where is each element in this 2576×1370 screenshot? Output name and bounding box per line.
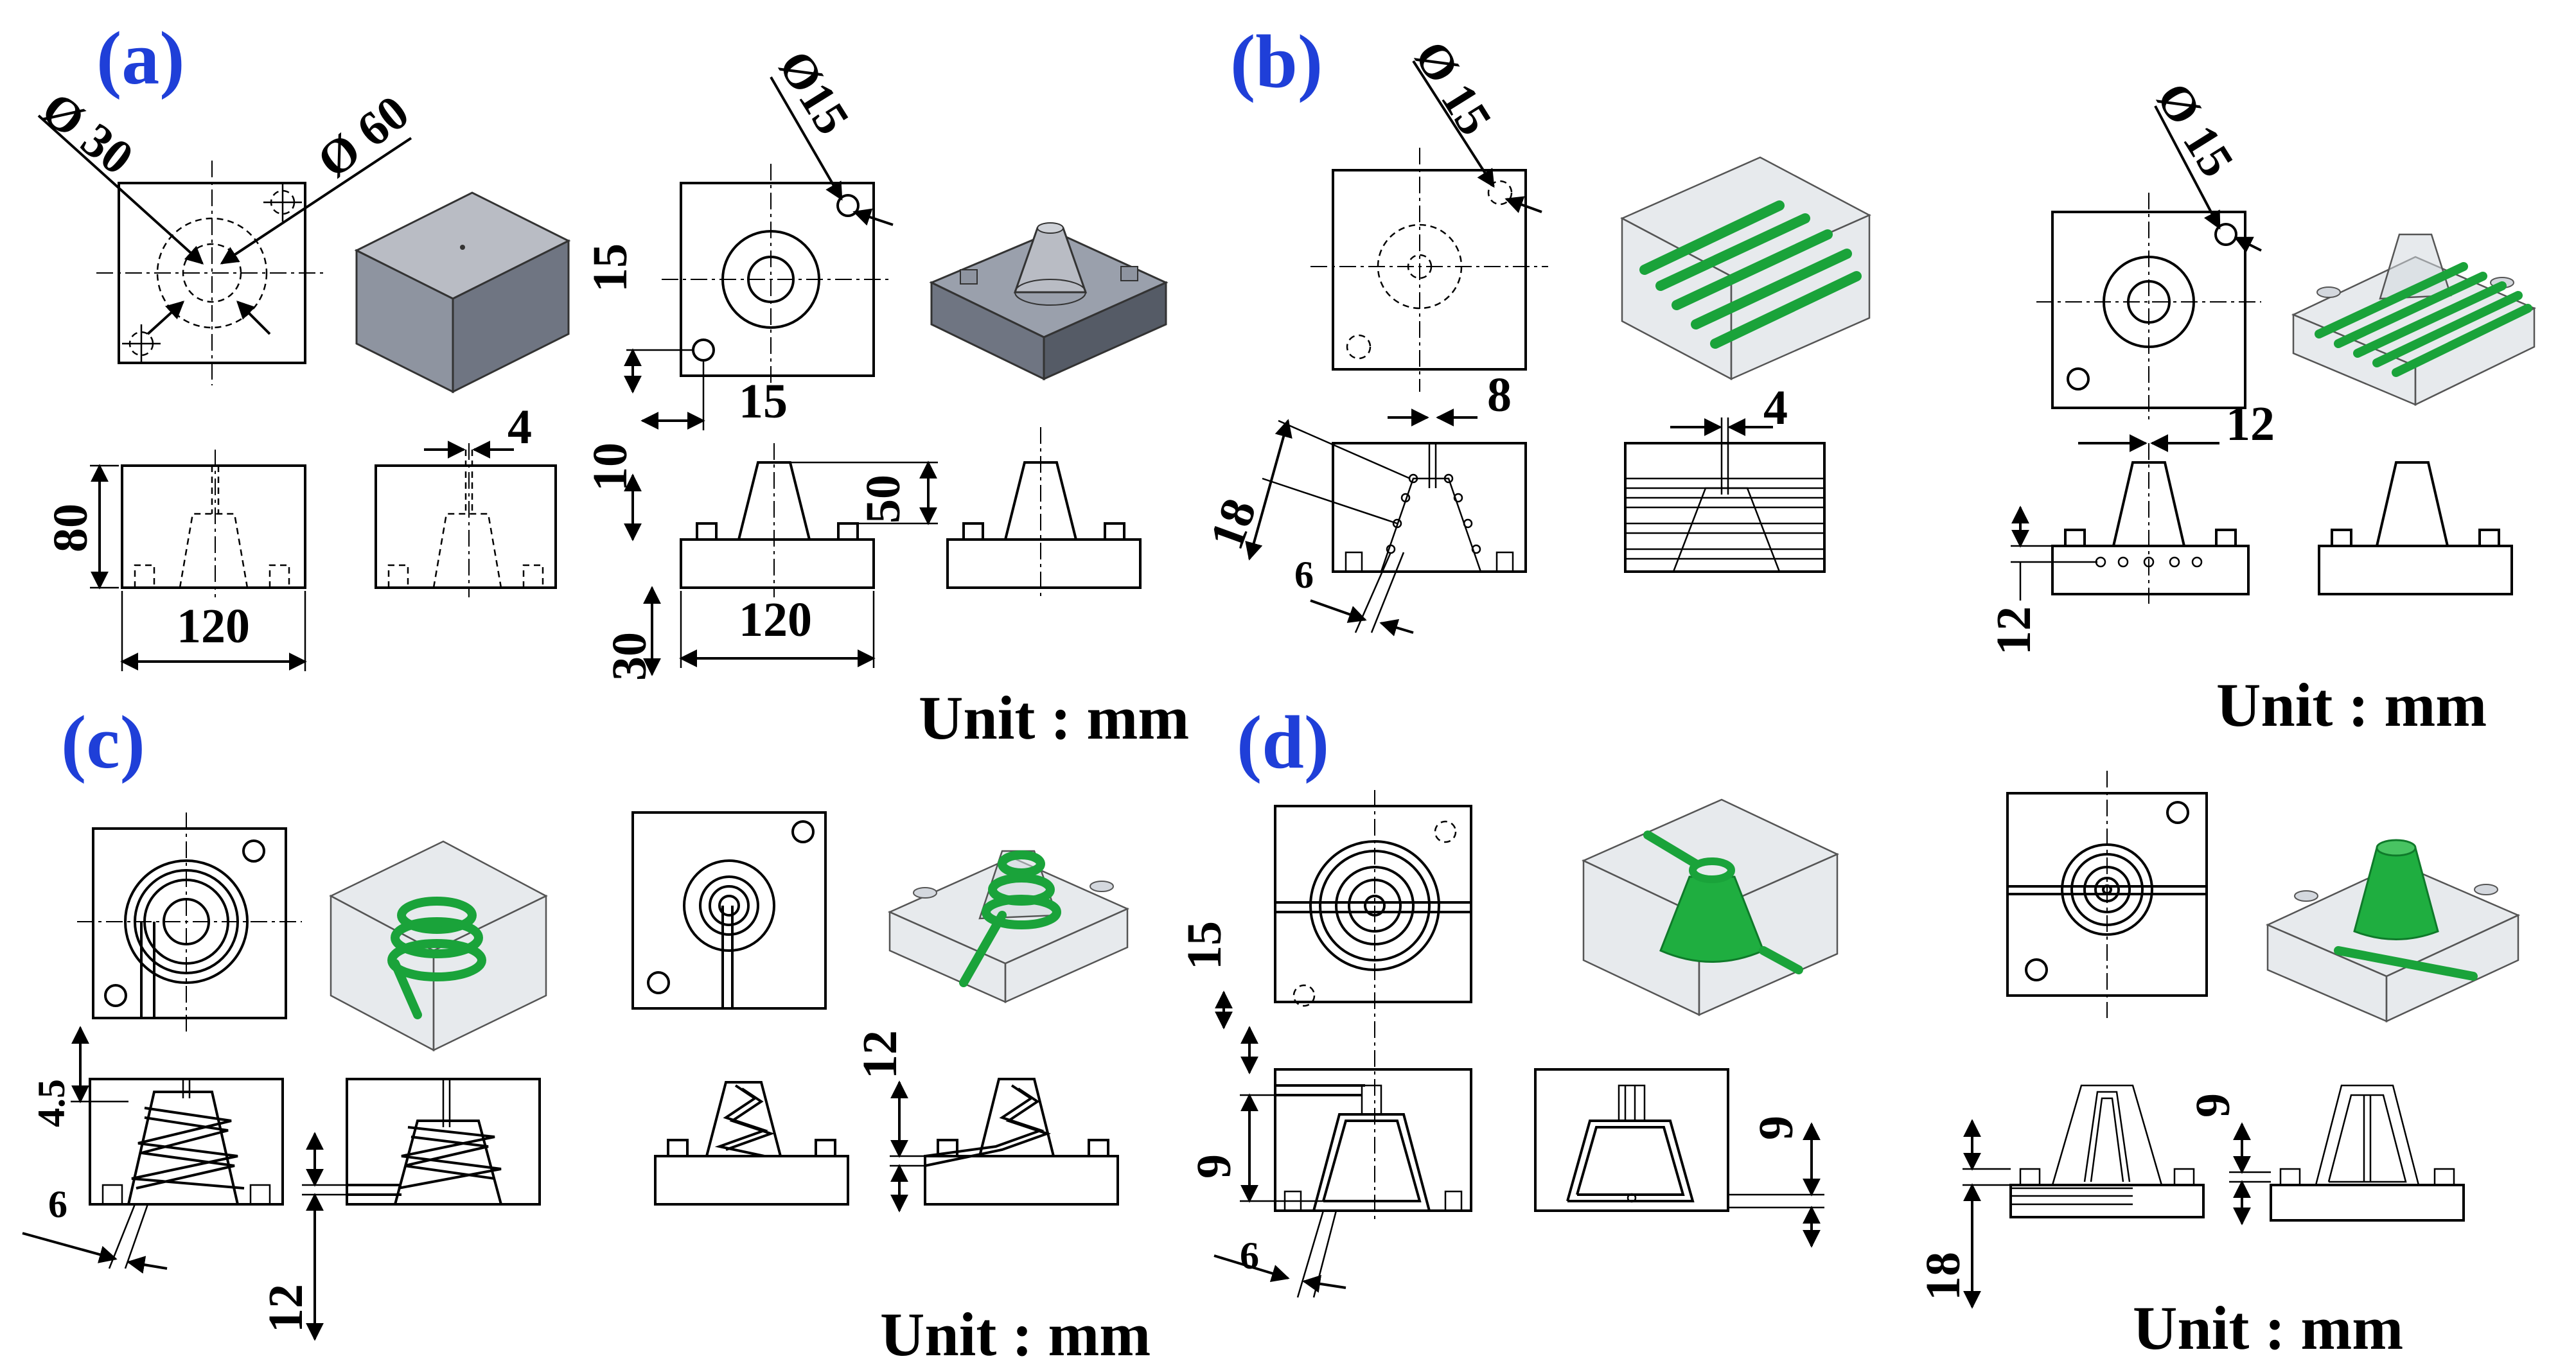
dim-b-dia15: Ø 15 xyxy=(1404,31,1503,144)
panel-b-core-side-view xyxy=(2318,461,2513,595)
panel-d-cavity-iso xyxy=(1581,798,1840,1016)
dim-c2-12: 12 xyxy=(853,1030,907,1079)
panel-d-cavity-top-view xyxy=(1215,790,1472,1220)
dim-a2-15v: 15 xyxy=(583,243,637,292)
dim-a2-120: 120 xyxy=(739,593,812,647)
panel-label-c: (c) xyxy=(61,700,145,784)
dim-a2-15h: 15 xyxy=(739,374,788,428)
panel-d-cavity-front-view xyxy=(1213,1068,1472,1298)
dim-b-4: 4 xyxy=(1763,381,1788,435)
spiral-cooling-channel xyxy=(387,897,486,1019)
dim-d2-9: 9 xyxy=(2186,1093,2240,1118)
panel-d-core-side-view xyxy=(2229,1084,2465,1225)
dim-a-h80: 80 xyxy=(44,504,98,552)
dim-b-6: 6 xyxy=(1294,554,1314,596)
unit-label-ab: Unit : mm xyxy=(919,683,1189,752)
panel-b-cavity-front-view xyxy=(1245,408,1527,637)
unit-label-d: Unit : mm xyxy=(2133,1294,2403,1362)
dim-a2-30: 30 xyxy=(603,632,657,681)
panel-b-core-top-view xyxy=(2036,105,2262,424)
straight-cooling-channels xyxy=(1639,200,1862,349)
panel-c-core-top-view xyxy=(631,811,827,1010)
dim-b2-dia15: Ø 15 xyxy=(2146,73,2245,186)
panel-c-cavity-top-view xyxy=(77,812,302,1034)
dim-b-8: 8 xyxy=(1487,368,1512,422)
straight-cooling-channels-core xyxy=(2315,262,2532,377)
dim-b2-12: 12 xyxy=(2226,397,2275,451)
dim-d-9: 9 xyxy=(1187,1154,1241,1179)
dim-a-w120: 120 xyxy=(177,599,250,653)
panel-label-d: (d) xyxy=(1237,700,1329,784)
panel-c-core-iso xyxy=(887,850,1130,1003)
dim-b2-12v: 12 xyxy=(1987,606,2041,655)
panel-c-cavity-iso xyxy=(329,840,548,1052)
dim-a2-10: 10 xyxy=(583,443,637,491)
dim-a-gap4: 4 xyxy=(507,400,532,454)
dim-a-dia60: Ø 60 xyxy=(308,85,419,188)
panel-label-b: (b) xyxy=(1230,19,1323,103)
panel-d-core-iso xyxy=(2265,839,2521,1023)
panel-d-core-front-view xyxy=(1963,1084,2205,1309)
unit-label-c: Unit : mm xyxy=(880,1300,1151,1369)
panel-a-core-side-view xyxy=(946,427,1142,597)
panel-b-core-iso xyxy=(2291,233,2536,406)
conformal-cavity-channel xyxy=(1643,830,1803,974)
spiral-cooling-channel-core xyxy=(959,850,1061,987)
dim-c-6: 6 xyxy=(48,1183,67,1225)
panel-c-core-front-view xyxy=(654,1081,849,1206)
dim-d-9b: 9 xyxy=(1749,1116,1803,1140)
dim-c-4-5: 4.5 xyxy=(30,1079,73,1127)
panel-a-cavity-front-view xyxy=(90,450,307,671)
panel-a-cavity-iso-block xyxy=(354,191,571,394)
dim-d2-18: 18 xyxy=(1916,1252,1970,1301)
panel-d-core-top-view xyxy=(2006,771,2208,1018)
panel-c-core-side-view xyxy=(890,1078,1119,1213)
panel-label-a: (a) xyxy=(96,16,185,100)
dim-b-18: 18 xyxy=(1199,492,1267,556)
dim-d-6: 6 xyxy=(1240,1234,1259,1277)
panel-a-core-iso xyxy=(929,222,1169,381)
panel-a-core-top-view xyxy=(624,76,894,430)
panel-b-cavity-iso xyxy=(1620,156,1871,381)
panel-c-cavity-front-view xyxy=(22,1026,284,1274)
dim-d-15: 15 xyxy=(1178,921,1231,970)
panel-d-cavity-side-view xyxy=(1534,1068,1824,1248)
unit-label-b: Unit : mm xyxy=(2216,671,2487,739)
panel-b-cavity-side-view xyxy=(1624,417,1826,573)
panel-b-core-front-view xyxy=(2011,434,2250,604)
panel-c-cavity-side-view xyxy=(302,1078,541,1341)
panel-a-cavity-side-view xyxy=(375,441,557,597)
panel-a-core-front-view xyxy=(624,443,938,676)
dim-c-12: 12 xyxy=(259,1284,313,1333)
dim-a2-dia15: Ø15 xyxy=(768,41,860,143)
dim-a2-50: 50 xyxy=(856,475,910,523)
conformal-core-channel xyxy=(2334,839,2478,981)
panel-a-cavity-top-view xyxy=(37,114,412,385)
panel-b-cavity-top-view xyxy=(1310,60,1548,392)
